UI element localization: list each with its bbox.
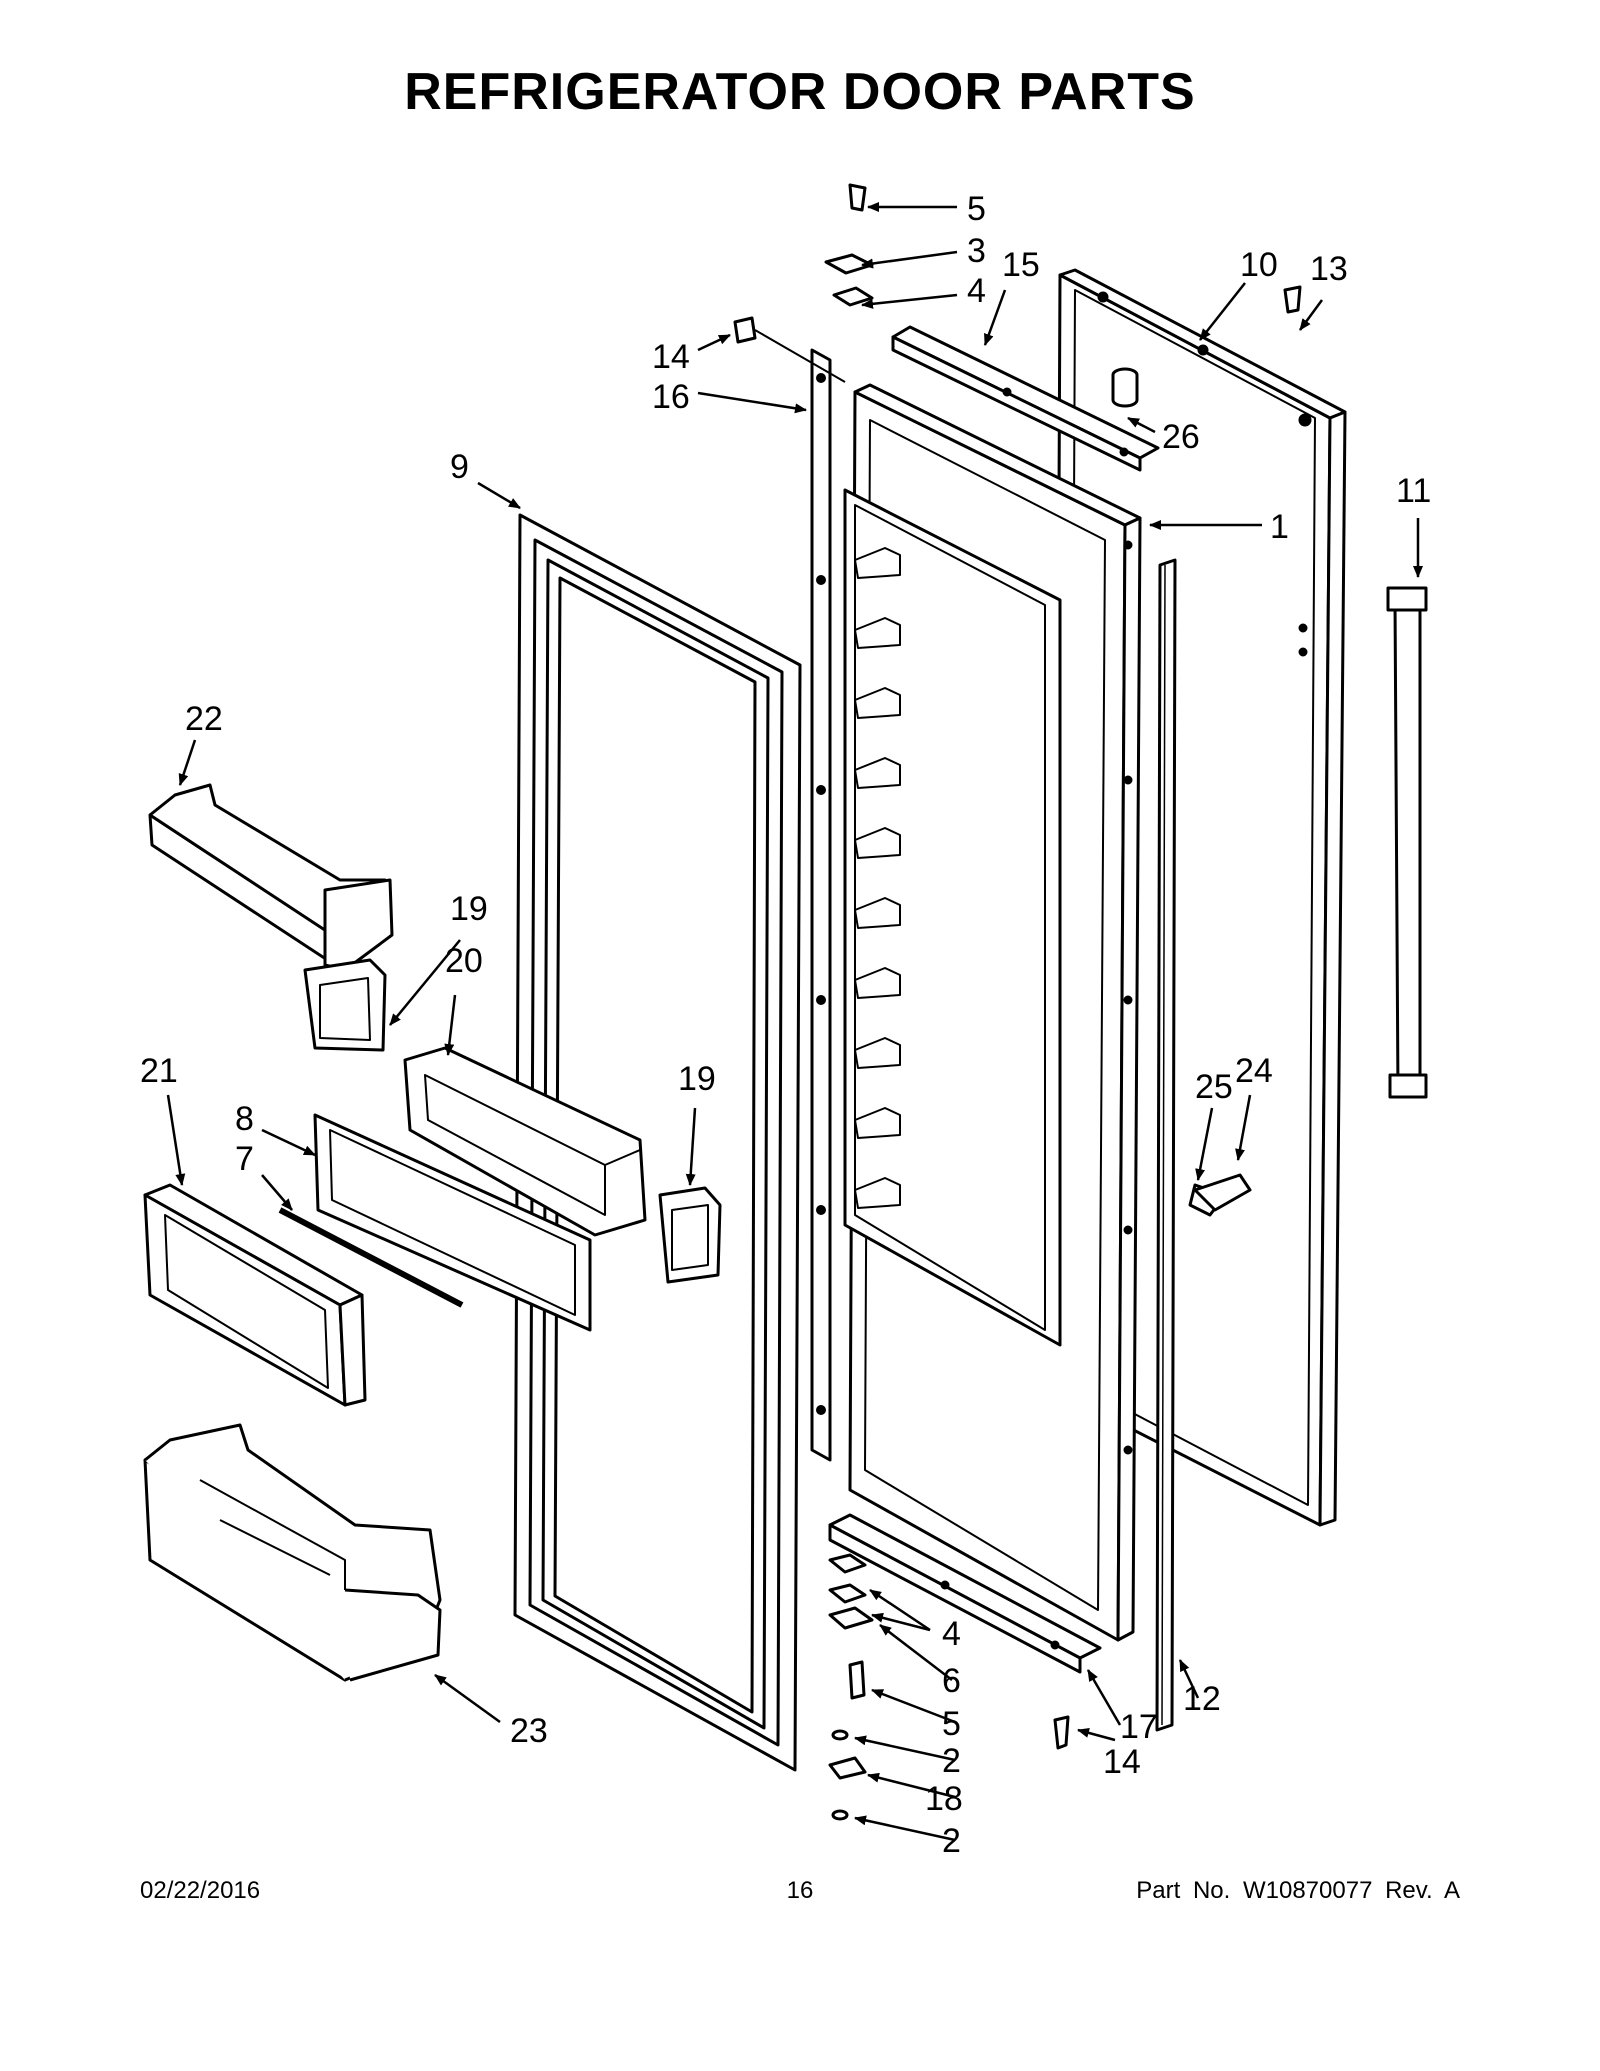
door-handle: [1386, 586, 1428, 1099]
mounting-screw-and-plate: [1188, 1173, 1252, 1217]
module-front-frame: [313, 1113, 592, 1332]
front-trim-strip: [278, 1207, 464, 1308]
callout-leaders: [166, 202, 1423, 1842]
bottom-trim-channel: [828, 1513, 1102, 1674]
callout-12: 12: [1183, 1680, 1221, 1718]
callout-6: 6: [942, 1662, 961, 1700]
footer-part-number: Part No. W10870077 Rev. A: [1136, 1877, 1460, 1904]
callout-14-top: 14: [652, 338, 690, 376]
callout-4-bottom: 4: [942, 1615, 961, 1653]
hinge-side-trim-strip: [810, 348, 832, 1462]
door-liner: [843, 383, 1142, 1642]
callout-2-lower: 2: [942, 1822, 961, 1860]
door-gasket-strip: [1155, 558, 1177, 1732]
callout-21: 21: [140, 1052, 178, 1090]
callout-5-top: 5: [967, 190, 986, 228]
callout-24: 24: [1235, 1052, 1273, 1090]
callout-18: 18: [925, 1780, 963, 1818]
callout-19-upper: 19: [450, 890, 488, 928]
door-gasket: [513, 513, 802, 1772]
callout-10: 10: [1240, 246, 1278, 284]
callout-15: 15: [1002, 246, 1040, 284]
callout-23: 23: [510, 1712, 548, 1750]
callout-7: 7: [235, 1140, 254, 1178]
footer-page-number: 16: [786, 1877, 814, 1904]
callout-11: 11: [1396, 472, 1431, 510]
callout-13: 13: [1310, 250, 1348, 288]
callout-9: 9: [450, 448, 469, 486]
callout-14-bottom: 14: [1103, 1743, 1141, 1781]
callout-17: 17: [1120, 1708, 1158, 1746]
callout-25: 25: [1195, 1068, 1233, 1106]
top-trim-channel: [891, 325, 1160, 472]
page-title: REFRIGERATOR DOOR PARTS: [404, 63, 1196, 121]
upper-door-bin: [148, 783, 394, 972]
bin-support-bracket-right: [658, 1186, 722, 1284]
callout-19-lower: 19: [678, 1060, 716, 1098]
module-front-panel: [143, 1183, 367, 1407]
door-stop-bumper: [1111, 367, 1139, 408]
footer-date: 02/22/2016: [140, 1877, 261, 1904]
callout-5-bottom: 5: [942, 1705, 961, 1743]
callout-8: 8: [235, 1100, 254, 1138]
callout-labels: 5 3 4 15 10 13 14 16 26 1 9 11 22 19 20 …: [140, 190, 1431, 1860]
bin-support-bracket-left: [303, 958, 387, 1052]
callout-3: 3: [967, 232, 986, 270]
callout-16: 16: [652, 378, 690, 416]
callout-4-top: 4: [967, 272, 986, 310]
callout-26: 26: [1162, 418, 1200, 456]
callout-2-upper: 2: [942, 1742, 961, 1780]
bottom-hinge-hardware: [828, 1553, 1070, 1821]
callout-22: 22: [185, 700, 223, 738]
callout-1: 1: [1270, 508, 1289, 546]
callout-20: 20: [445, 942, 483, 980]
lower-door-bin: [143, 1423, 442, 1682]
